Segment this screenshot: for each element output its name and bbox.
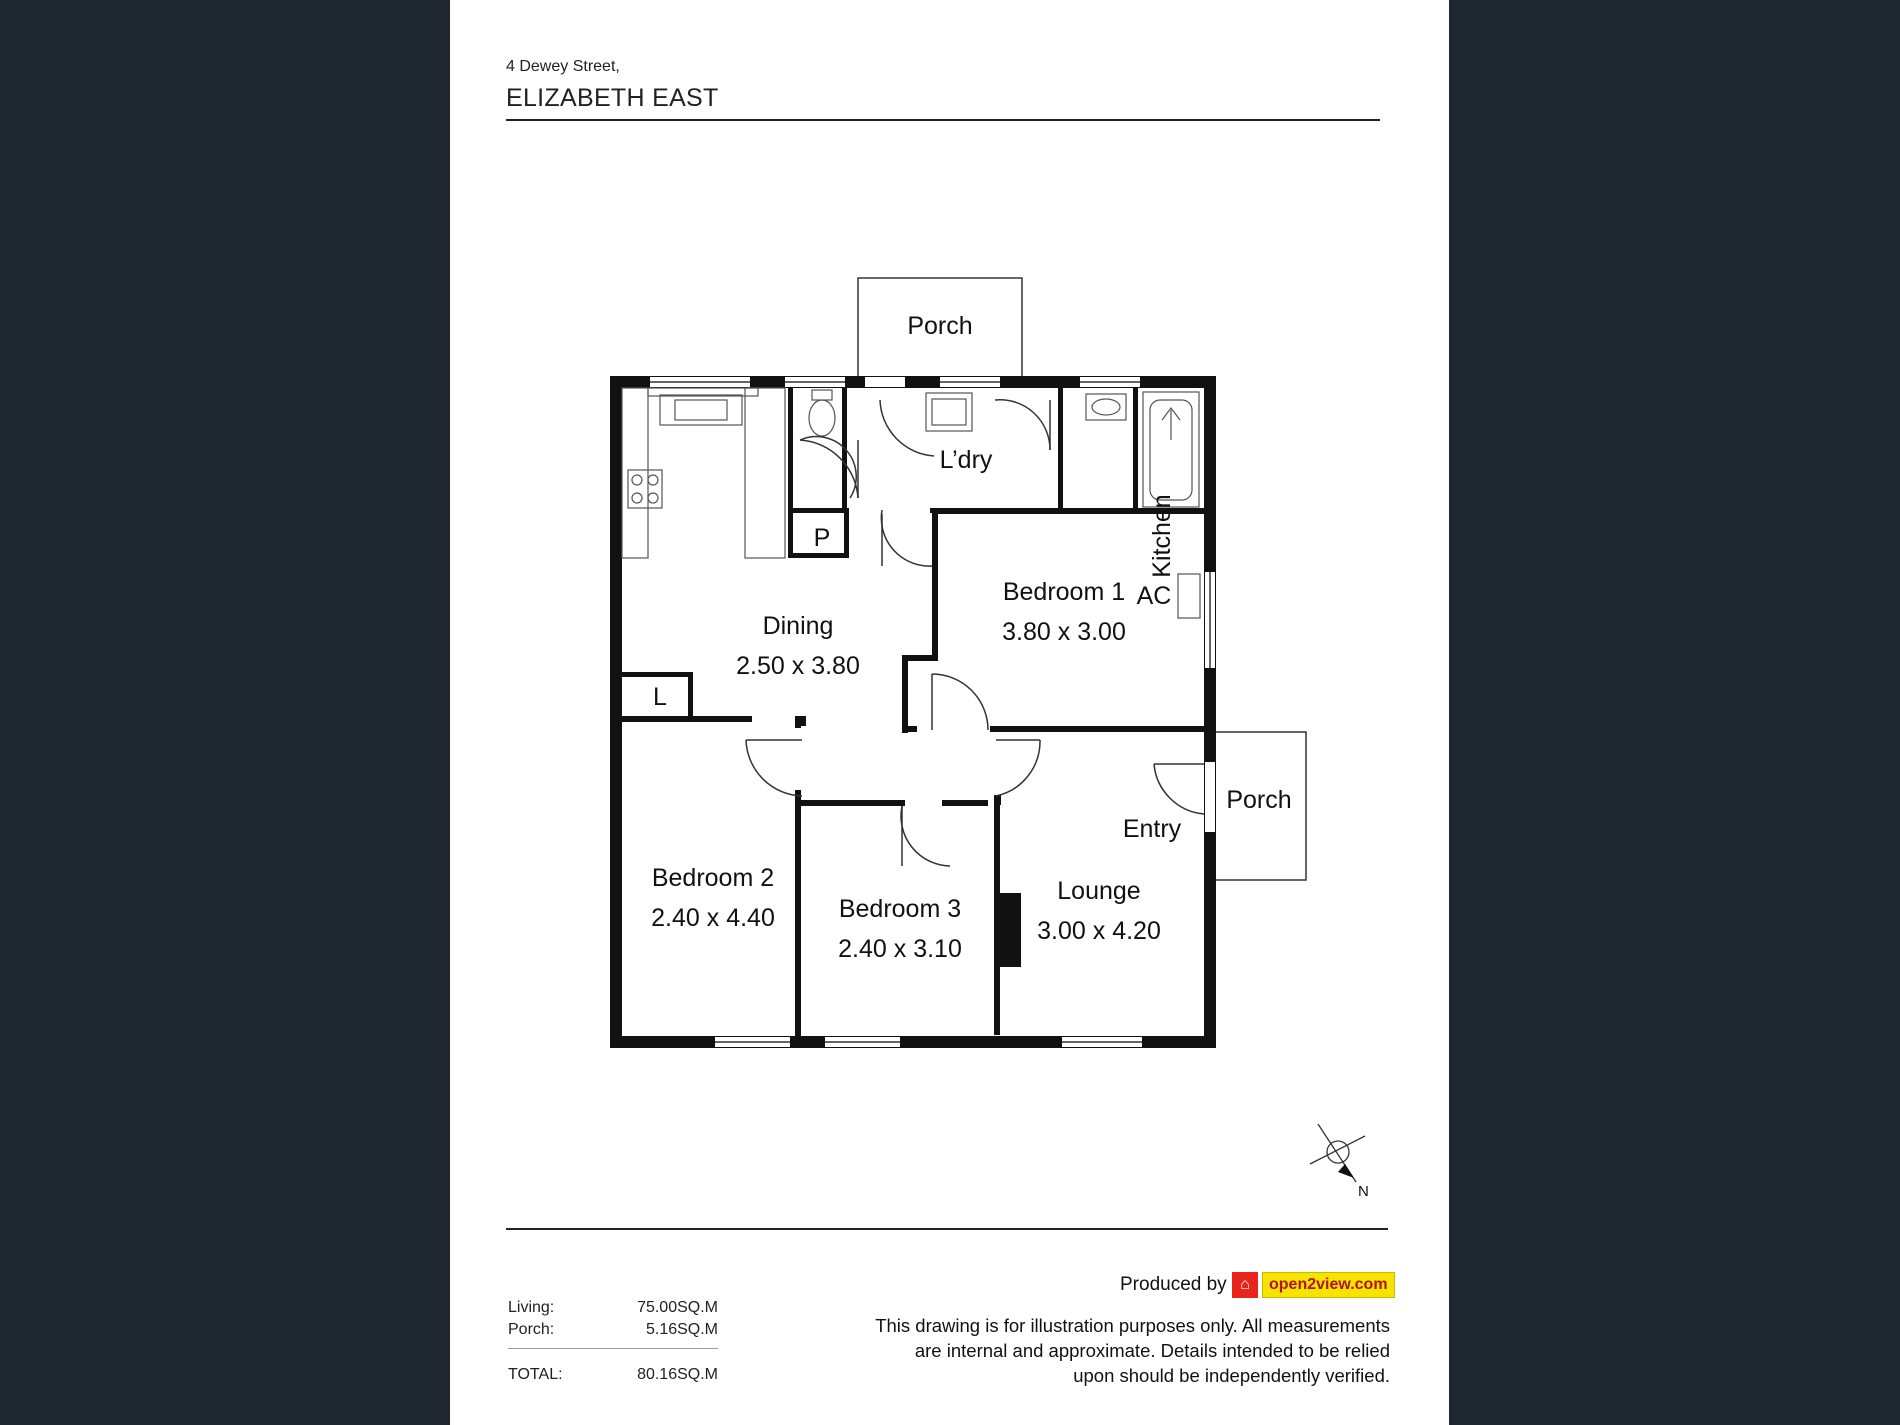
bath-icon [1142,391,1200,508]
disclaimer: This drawing is for illustration purpose… [870,1313,1390,1388]
total-value: 80.16SQ.M [637,1366,718,1383]
compass-north-label: N [1358,1183,1369,1200]
floor-plan-diagram: Porch L’dry Kitchen P Dining 2.50 x 3.80… [610,277,1369,1200]
linen-label: L [653,683,667,711]
ac-label: AC [1137,582,1172,610]
brand-logo: ⌂ open2view.com [1232,1272,1395,1298]
fireplace [995,893,1021,967]
toilet-icon [811,389,833,401]
kitchen-label: Kitchen [1148,494,1176,577]
bedroom3-size: 2.40 x 3.10 [838,935,962,963]
dining-size: 2.50 x 3.80 [736,652,860,680]
house-logo-icon: ⌂ [1232,1272,1258,1298]
footer-rule [506,1228,1388,1230]
ac-unit [1177,573,1201,619]
disclaimer-line3: upon should be independently verified. [1073,1365,1390,1386]
bathroom-fixtures [808,389,1200,508]
cooktop-icon [627,469,663,509]
bedroom3-label: Bedroom 3 [839,895,961,923]
address-street: 4 Dewey Street, [506,58,620,75]
entry-label: Entry [1123,815,1182,843]
brand-name: open2view.com [1262,1272,1395,1298]
area-porch-row: Porch: 5.16SQ.M [508,1321,718,1341]
porch-right-label: Porch [1226,786,1291,814]
dining-label: Dining [763,612,834,640]
floor-plan-sheet: 4 Dewey Street, ELIZABETH EAST [450,0,1449,1425]
compass-icon [1309,1123,1366,1183]
porch-value: 5.16SQ.M [645,1321,718,1338]
bedroom2-size: 2.40 x 4.40 [651,904,775,932]
bedroom1-label: Bedroom 1 [1003,578,1125,606]
area-total-rule [508,1348,718,1349]
porch-label: Porch: [508,1321,555,1338]
area-living-row: Living: 75.00SQ.M [508,1299,718,1319]
disclaimer-line1: This drawing is for illustration purpose… [875,1315,1390,1336]
lounge-label: Lounge [1057,877,1140,905]
living-value: 75.00SQ.M [637,1299,718,1316]
lounge-size: 3.00 x 4.20 [1037,917,1161,945]
door-swings [745,399,1205,867]
vanity-icon [1085,393,1127,421]
bedroom2-label: Bedroom 2 [652,864,774,892]
kitchen-fixtures [621,387,786,559]
disclaimer-line2: are internal and approximate. Details in… [914,1340,1390,1361]
sink-icon [659,394,743,426]
laundry-label: L’dry [940,446,993,474]
windows [650,377,1215,1047]
header-rule [506,119,1380,121]
bedroom1-size: 3.80 x 3.00 [1002,618,1126,646]
produced-by-label: Produced by [1120,1274,1227,1295]
pantry-label: P [814,524,831,552]
porch-top-label: Porch [907,312,972,340]
total-label: TOTAL: [508,1366,563,1383]
laundry-tub-icon [925,392,973,432]
living-label: Living: [508,1299,555,1316]
address-suburb: ELIZABETH EAST [506,84,719,112]
area-total-row: TOTAL: 80.16SQ.M [508,1366,718,1386]
